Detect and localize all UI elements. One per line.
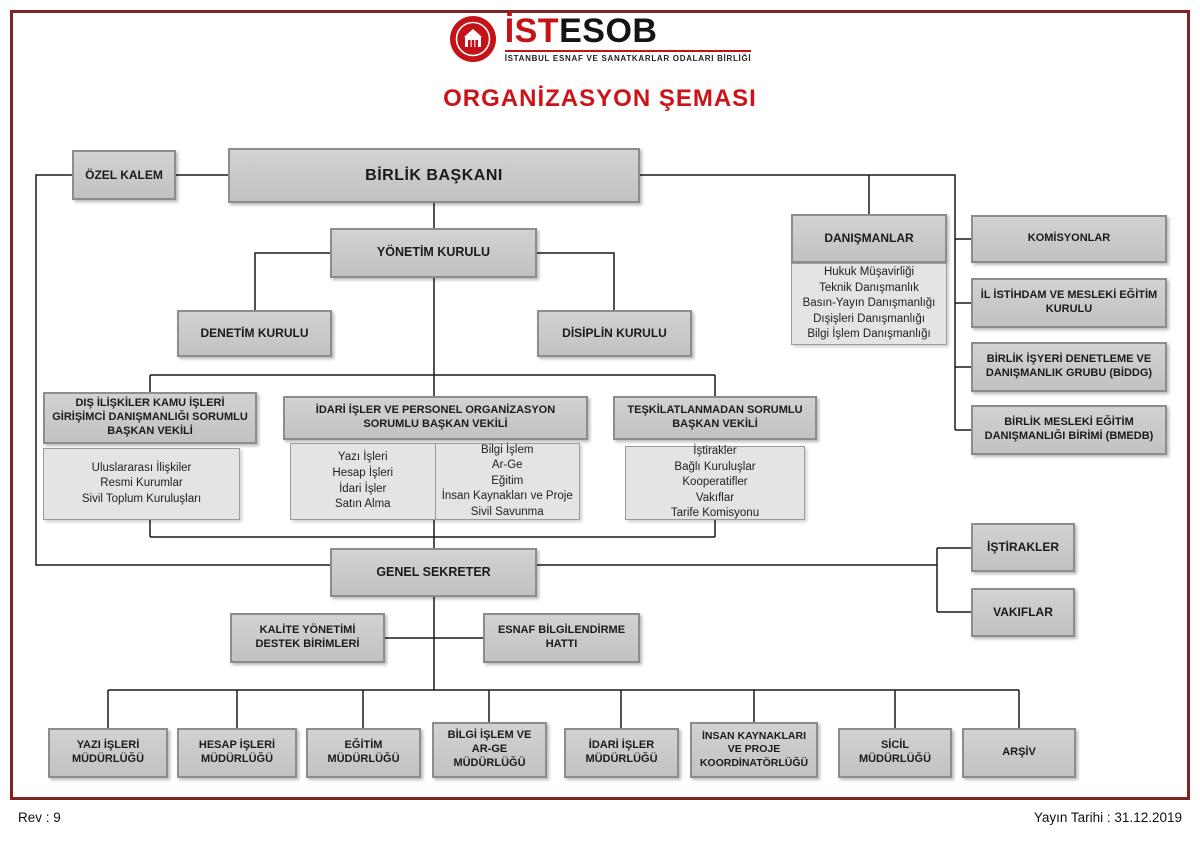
node-hesap-isleri-mudurlugu: HESAP İŞLERİ MÜDÜRLÜĞÜ	[177, 728, 297, 778]
logo-text-esob: ESOB	[559, 12, 658, 50]
node-dis-iliskiler-vp: DIŞ İLİŞKİLER KAMU İŞLERİ GİRİŞİMCİ DANI…	[43, 392, 257, 444]
dis-iliskiler-units: Uluslararası İlişkiler Resmi Kurumlar Si…	[43, 448, 240, 520]
istesob-emblem-icon	[449, 15, 496, 62]
logo: İSTESOB İSTANBUL ESNAF VE SANATKARLAR OD…	[0, 14, 1200, 63]
idari-units-right: Bilgi İşlem Ar-Ge Eğitim İnsan Kaynaklar…	[434, 444, 580, 519]
node-sicil-mudurlugu: SİCİL MÜDÜRLÜĞÜ	[838, 728, 952, 778]
node-danismanlar: DANIŞMANLAR	[791, 214, 947, 263]
node-biddg: BİRLİK İŞYERİ DENETLEME VE DANIŞMANLIK G…	[971, 342, 1167, 392]
logo-wordmark: İSTESOB	[505, 14, 752, 48]
page-title: ORGANİZASYON ŞEMASI	[443, 85, 757, 112]
node-yazi-isleri-mudurlugu: YAZI İŞLERİ MÜDÜRLÜĞÜ	[48, 728, 168, 778]
logo-text-ist: İST	[504, 12, 560, 50]
node-egitim-mudurlugu: EĞİTİM MÜDÜRLÜĞÜ	[306, 728, 421, 778]
node-il-istihdam: İL İSTİHDAM VE MESLEKİ EĞİTİM KURULU	[971, 278, 1167, 328]
node-kalite-yonetimi: KALİTE YÖNETİMİ DESTEK BİRİMLERİ	[230, 613, 385, 663]
node-denetim-kurulu: DENETİM KURULU	[177, 310, 332, 357]
node-idari-isler-mudurlugu: İDARİ İŞLER MÜDÜRLÜĞÜ	[564, 728, 679, 778]
idari-units-left: Yazı İşleri Hesap İşleri İdari İşler Sat…	[332, 451, 394, 511]
node-bilgi-islem-arge-mudurlugu: BİLGİ İŞLEM VE AR-GE MÜDÜRLÜĞÜ	[432, 722, 547, 778]
node-yonetim-kurulu: YÖNETİM KURULU	[330, 228, 537, 278]
node-komisyonlar: KOMİSYONLAR	[971, 215, 1167, 263]
node-idari-isler-vp: İDARİ İŞLER VE PERSONEL ORGANİZASYON SOR…	[283, 396, 588, 440]
node-istirakler: İŞTİRAKLER	[971, 523, 1075, 572]
node-insan-kaynaklari-koordinatorlugu: İNSAN KAYNAKLARI VE PROJE KOORDİNATÖRLÜĞ…	[690, 722, 818, 778]
node-genel-sekreter: GENEL SEKRETER	[330, 548, 537, 597]
logo-subtitle: İSTANBUL ESNAF VE SANATKARLAR ODALARI Bİ…	[504, 50, 752, 63]
issue-date-label: Yayın Tarihi : 31.12.2019	[1033, 810, 1182, 825]
node-arsiv: ARŞİV	[962, 728, 1076, 778]
node-birlik-baskani: BİRLİK BAŞKANI	[228, 148, 640, 203]
node-vakiflar: VAKIFLAR	[971, 588, 1075, 637]
node-esnaf-hatti: ESNAF BİLGİLENDİRME HATTI	[483, 613, 640, 663]
teskilat-units: İştirakler Bağlı Kuruluşlar Kooperatifle…	[625, 445, 805, 520]
node-disiplin-kurulu: DİSİPLİN KURULU	[537, 310, 692, 357]
node-teskilat-vp: TEŞKİLATLANMADAN SORUMLU BAŞKAN VEKİLİ	[613, 396, 817, 440]
revision-label: Rev : 9	[18, 810, 61, 825]
idari-isler-units: Yazı İşleri Hesap İşleri İdari İşler Sat…	[290, 443, 580, 520]
node-ozel-kalem: ÖZEL KALEM	[72, 150, 176, 200]
danismanlar-units: Hukuk Müşavirliği Teknik Danışmanlık Bas…	[791, 263, 947, 345]
logo-wordmark-block: İSTESOB İSTANBUL ESNAF VE SANATKARLAR OD…	[504, 14, 752, 63]
node-bmedb: BİRLİK MESLEKİ EĞİTİM DANIŞMANLIĞI BİRİM…	[971, 405, 1167, 455]
